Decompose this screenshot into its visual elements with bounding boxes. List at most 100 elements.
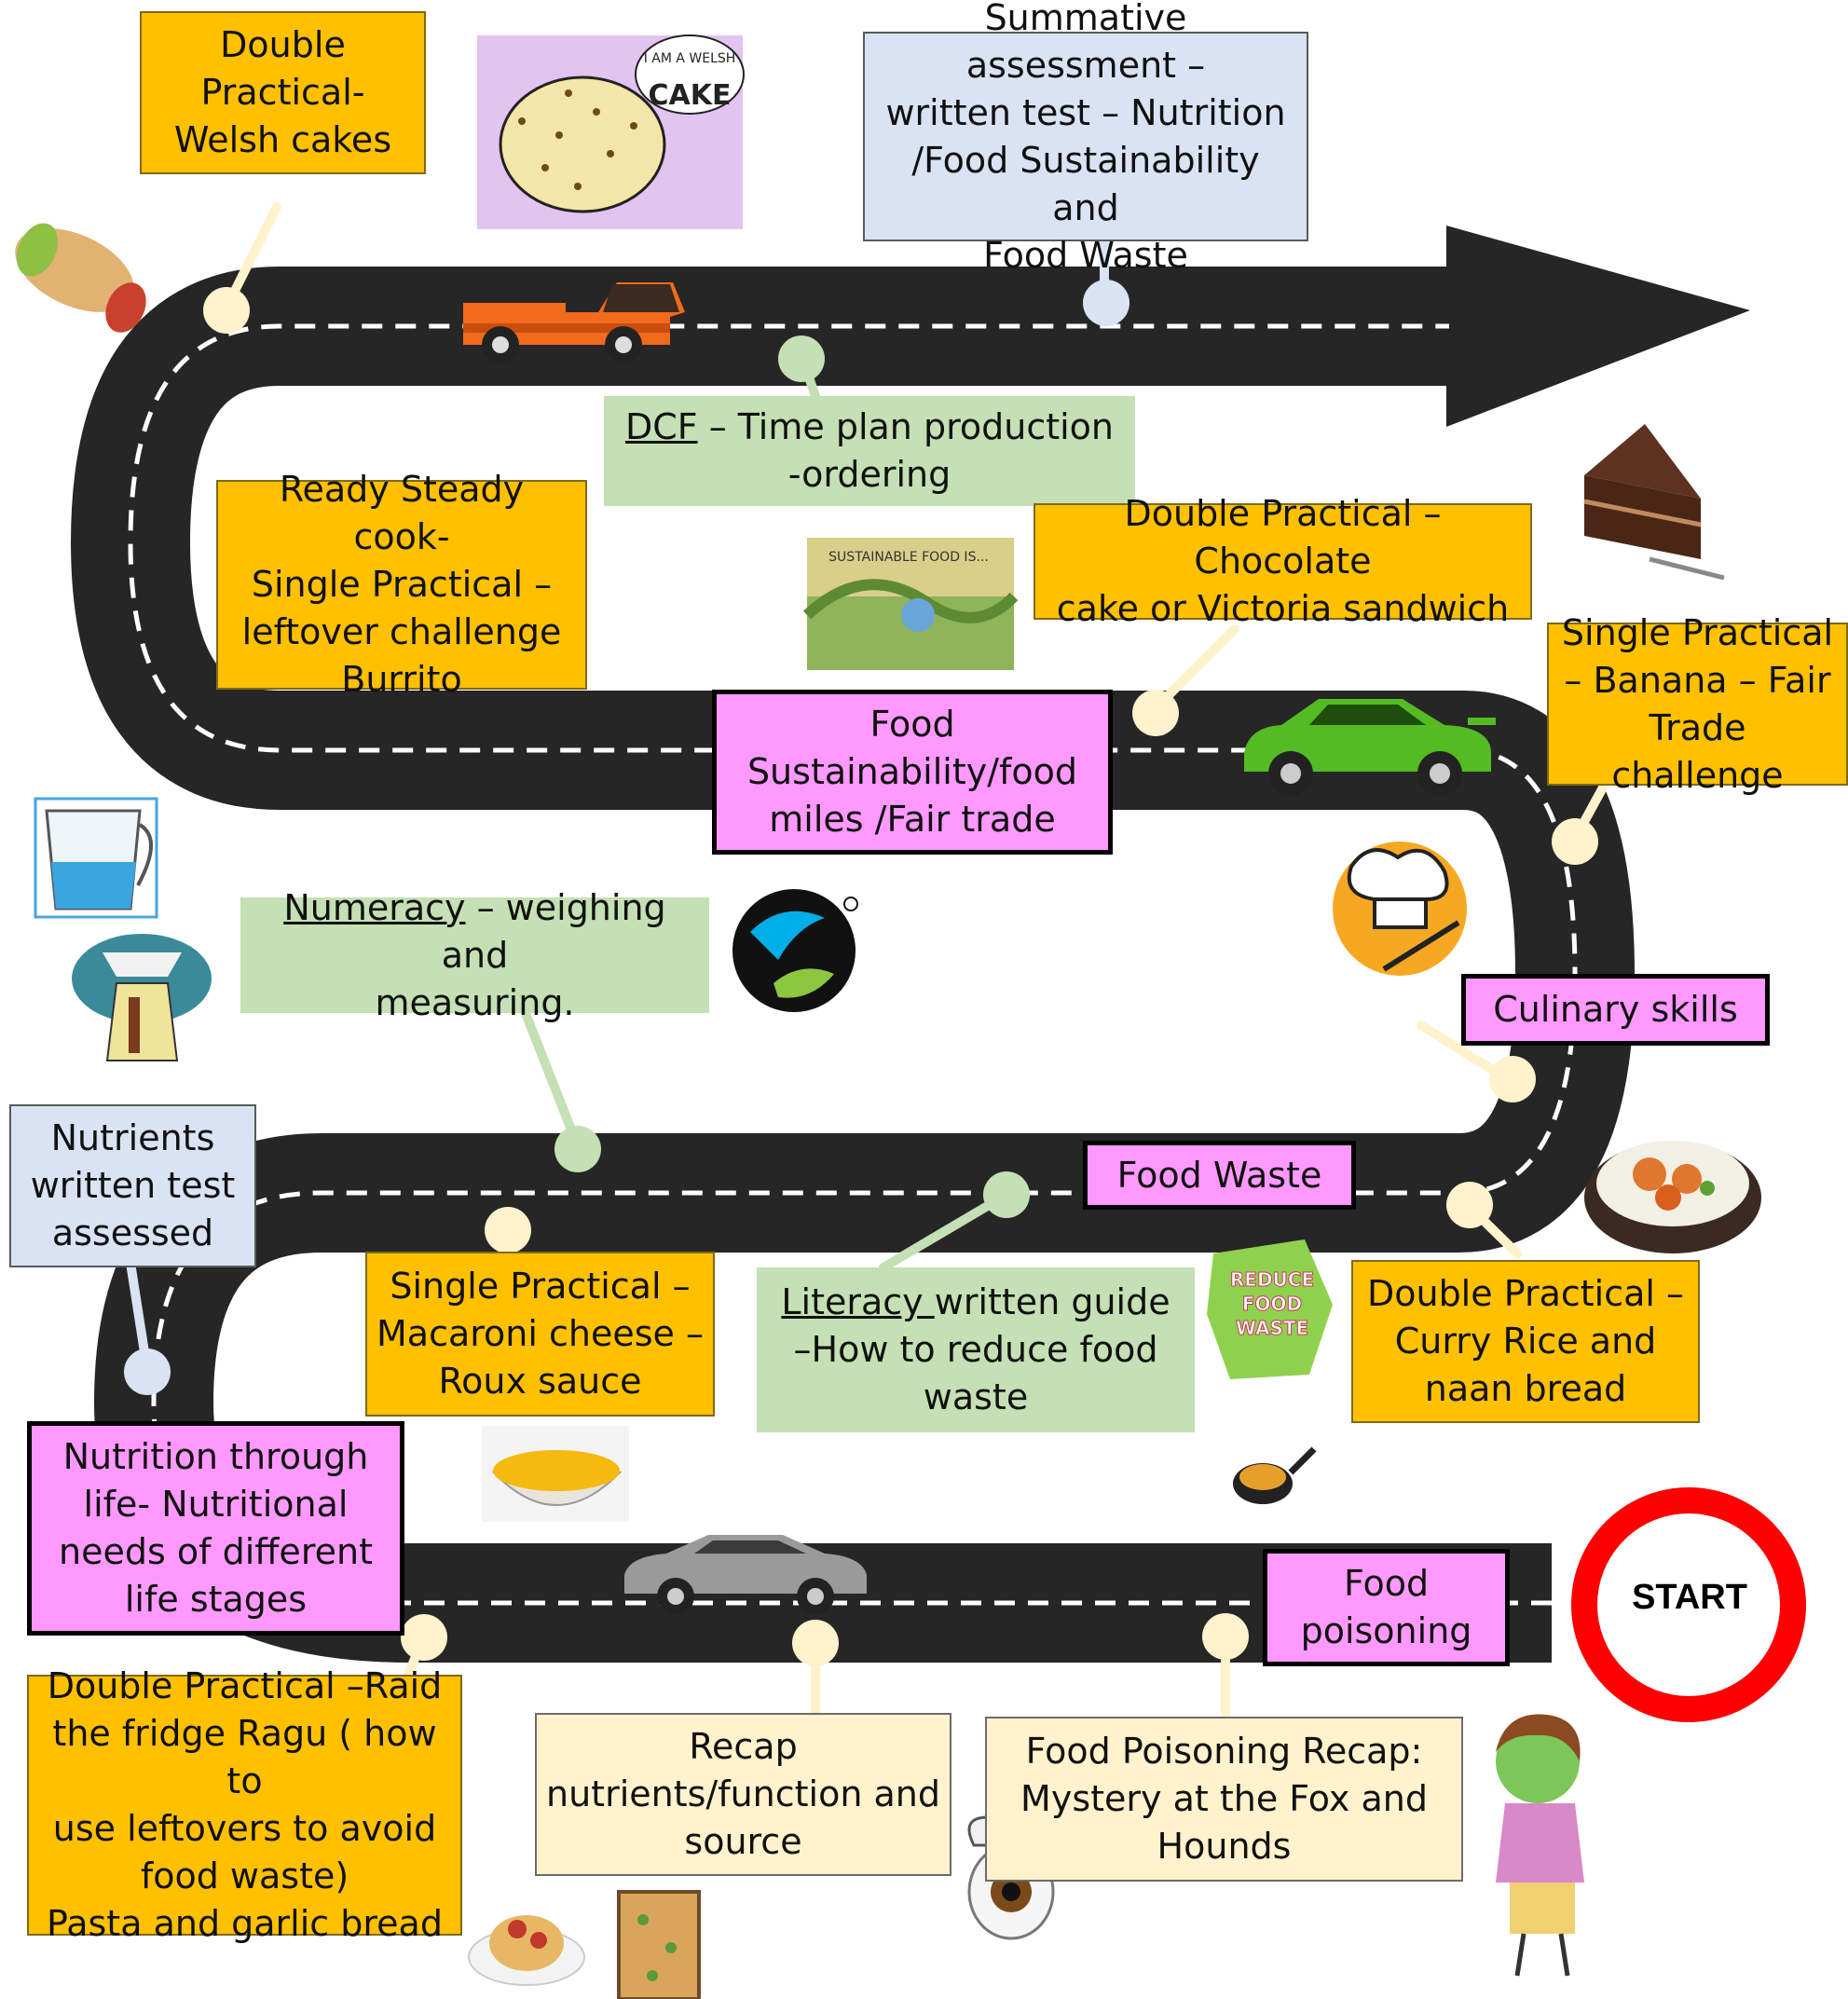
stage-text-line: Recap [689, 1726, 798, 1767]
road-arrowhead [1446, 226, 1750, 427]
burrito-icon [15, 223, 146, 333]
grey-car-icon [624, 1535, 867, 1615]
milestone-dot-nutrients-test [124, 1349, 171, 1395]
stage-text-line: leftover challenge [241, 611, 562, 652]
macaroni-bowl-icon [482, 1426, 629, 1522]
topic-sustainability: Food Sustainability/food miles /Fair tra… [712, 690, 1113, 855]
green-car-icon [1244, 699, 1496, 796]
stage-food-poisoning-recap: Food Poisoning Recap: Mystery at the Fox… [985, 1717, 1463, 1882]
chef-hat-icon [1333, 842, 1467, 976]
orange-truck-icon [463, 282, 685, 363]
stage-text-line: miles /Fair trade [769, 799, 1056, 840]
topic-food-poisoning: Food poisoning [1263, 1549, 1510, 1666]
stage-text-line: /Food Sustainability and [911, 139, 1260, 228]
stage-text-line: Macaroni cheese – [376, 1313, 704, 1354]
start-ring [1571, 1487, 1806, 1722]
stage-text-line: Curry Rice and [1394, 1321, 1657, 1362]
stage-burrito: Ready Steady cook- Single Practical – le… [216, 469, 587, 700]
stage-text-line: Double [220, 24, 346, 65]
stage-text-line: Mystery at the Fox and [1020, 1778, 1428, 1819]
milestone-dot-macaroni [485, 1207, 531, 1253]
pasta-plate-icon [468, 1915, 585, 1986]
reduce-sticker-line-2: FOOD [1242, 1293, 1302, 1315]
stage-nutrients-test: Nutrients written test assessed [9, 1104, 256, 1267]
dcf-label: DCF [624, 406, 698, 447]
milestone-dot-summative [1083, 280, 1129, 326]
stage-macaroni-cheese: Single Practical – Macaroni cheese – Rou… [365, 1252, 715, 1417]
stage-text-line: needs of different [59, 1531, 373, 1572]
stage-text-line: Double Practical – Chocolate [1124, 493, 1442, 582]
reduce-sticker-line-3: WASTE [1236, 1317, 1308, 1339]
stage-text-line: Summative assessment – [965, 0, 1206, 86]
stage-text-line: assessed [51, 1212, 214, 1253]
stage-text-line: Single Practical [1561, 611, 1834, 653]
poster-title: SUSTAINABLE FOOD IS... [828, 550, 989, 565]
stage-text-line: Food Waste [1116, 1154, 1322, 1196]
topic-food-waste: Food Waste [1083, 1141, 1356, 1210]
sick-child-icon [1496, 1714, 1584, 1977]
stage-text-line: Culinary skills [1493, 989, 1738, 1030]
stage-text-line: Food Poisoning Recap: [1025, 1731, 1423, 1772]
topic-nutrition-through-life: Nutrition through life- Nutritional need… [27, 1421, 404, 1636]
stage-recap-nutrients: Recap nutrients/function and source [535, 1713, 951, 1876]
stage-text-line: Nutrients [50, 1117, 215, 1158]
stage-text-line: -ordering [787, 454, 951, 495]
milestone-dot-welsh-cakes [203, 287, 250, 334]
stage-text-line: Single Practical – [251, 564, 553, 605]
reduce-sticker-line-1: REDUCE [1230, 1268, 1314, 1291]
stage-welsh-cakes: Double Practical- Welsh cakes [140, 11, 426, 174]
stage-text-line: written test – Nutrition [885, 91, 1286, 133]
stage-text-line: source [684, 1821, 802, 1862]
stage-text-line: the fridge Ragu ( how to [52, 1713, 437, 1801]
milestone-dot-curry [1446, 1182, 1493, 1228]
literacy-text: written guide [934, 1281, 1170, 1322]
garlic-bread-icon [617, 1890, 701, 1999]
stage-text-line: Nutrition through [62, 1436, 369, 1477]
stage-text-line: waste [923, 1376, 1029, 1417]
stage-text-line: Food [869, 704, 955, 745]
milestone-dot-dcf [778, 335, 825, 382]
stage-fair-trade-challenge: Single Practical – Banana – Fair Trade c… [1547, 612, 1848, 796]
stage-text-line: Burrito [341, 659, 462, 700]
sustainable-food-poster: SUSTAINABLE FOOD IS... [802, 538, 1019, 670]
stage-text-line: Food Waste [983, 234, 1188, 276]
stage-text-line: Double Practical –Raid [47, 1665, 443, 1706]
stage-text-line: food waste) [140, 1855, 349, 1896]
stage-text-line: Trade challenge [1611, 706, 1784, 796]
chocolate-cake-icon [1583, 424, 1725, 581]
stage-numeracy: Numeracy – weighing and measuring. [240, 887, 709, 1023]
stage-text-line: naan bread [1424, 1368, 1627, 1409]
stage-text-line: Ready Steady cook- [279, 469, 525, 557]
stage-ragu: Double Practical –Raid the fridge Ragu (… [27, 1665, 462, 1944]
stage-text-line: Roux sauce [438, 1361, 642, 1402]
stage-text-line: measuring. [375, 981, 575, 1023]
stage-text-line: nutrients/function and [546, 1773, 941, 1814]
stage-text-line: Practical- [200, 72, 365, 113]
measuring-jug-icon [34, 797, 158, 919]
welsh-cake-illustration: I AM A WELSH CAKE [477, 34, 745, 229]
topic-culinary-skills: Culinary skills [1461, 974, 1770, 1046]
start-label: START [1632, 1578, 1747, 1617]
stage-literacy: Literacy written guide –How to reduce fo… [757, 1267, 1195, 1432]
milestone-dot-literacy [983, 1171, 1030, 1218]
stage-text-line: use leftovers to avoid [52, 1808, 437, 1849]
welsh-cake-speech-text: I AM A WELSH [644, 51, 736, 66]
stage-text-line: Pasta and garlic bread [47, 1903, 443, 1944]
milestone-dots [124, 280, 1598, 1666]
milestone-dot-fair-trade [1552, 818, 1598, 865]
milestone-dot-ragu [401, 1614, 447, 1661]
numeracy-text: – weighing and [441, 886, 666, 976]
stage-text-line: written test [30, 1165, 236, 1206]
stage-text-line: life stages [124, 1579, 308, 1620]
stage-text-line: – Banana – Fair [1564, 659, 1831, 701]
stage-text-line: Welsh cakes [173, 119, 392, 160]
stage-text-line: Single Practical – [390, 1266, 691, 1307]
stage-text-line: Numeracy – weighing and [250, 884, 700, 979]
stage-chocolate-cake: Double Practical – Chocolate cake or Vic… [1034, 493, 1532, 629]
milestone-dot-chocolate-cake [1132, 690, 1179, 736]
literacy-label: Literacy [781, 1281, 935, 1322]
stage-text-line: cake or Victoria sandwich [1056, 588, 1510, 629]
numeracy-label: Numeracy [283, 886, 466, 928]
milestone-dot-culinary [1489, 1056, 1536, 1102]
reduce-food-waste-sticker: REDUCE FOOD WASTE [1207, 1239, 1333, 1379]
